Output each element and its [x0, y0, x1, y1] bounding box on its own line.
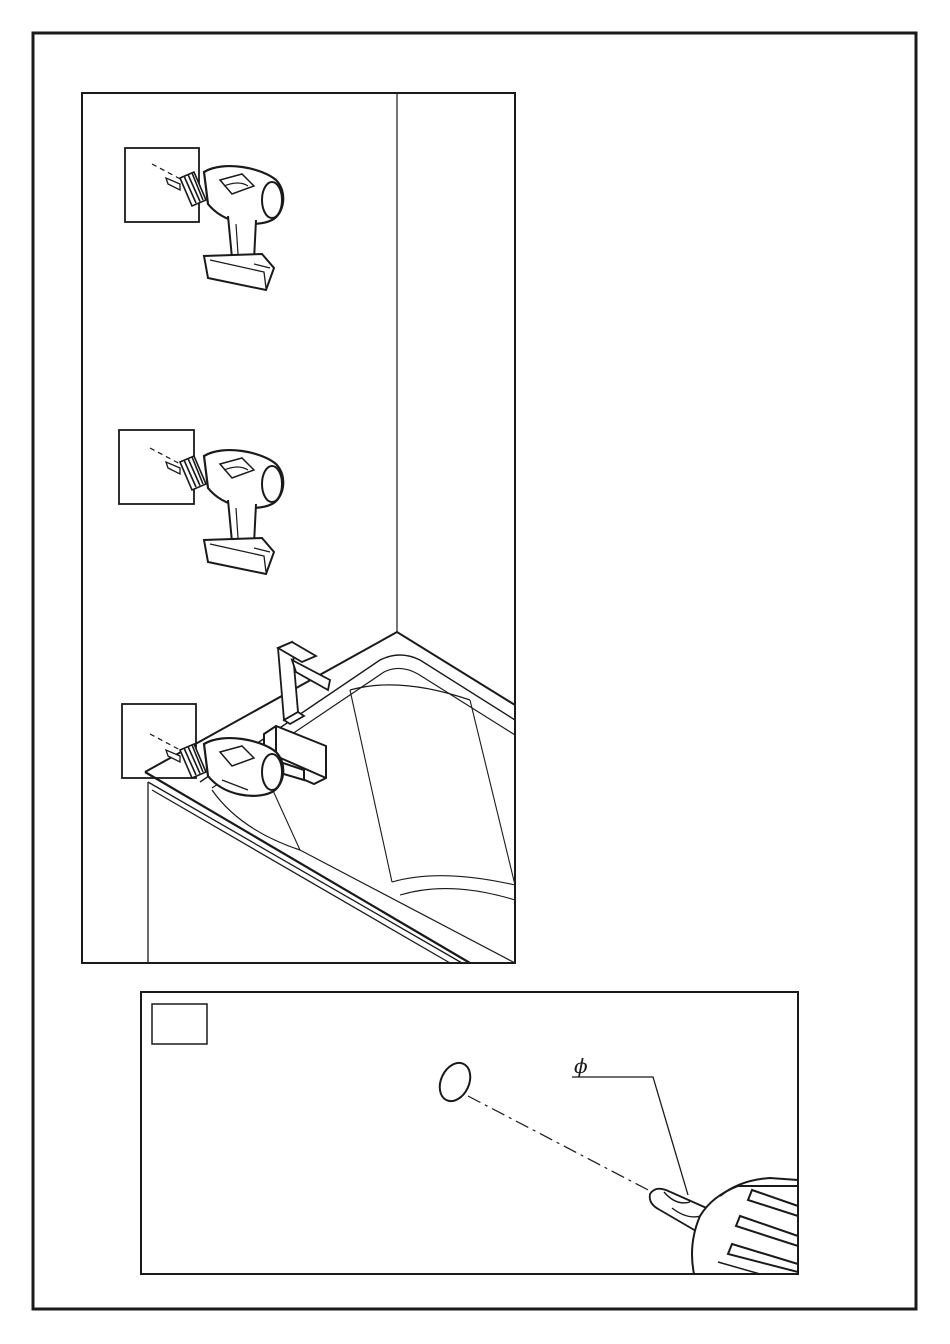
main-panel-frame — [82, 93, 515, 963]
diameter-symbol: ϕ — [574, 1054, 588, 1078]
main-panel — [82, 93, 515, 963]
detail-panel: ϕ — [141, 992, 798, 1274]
